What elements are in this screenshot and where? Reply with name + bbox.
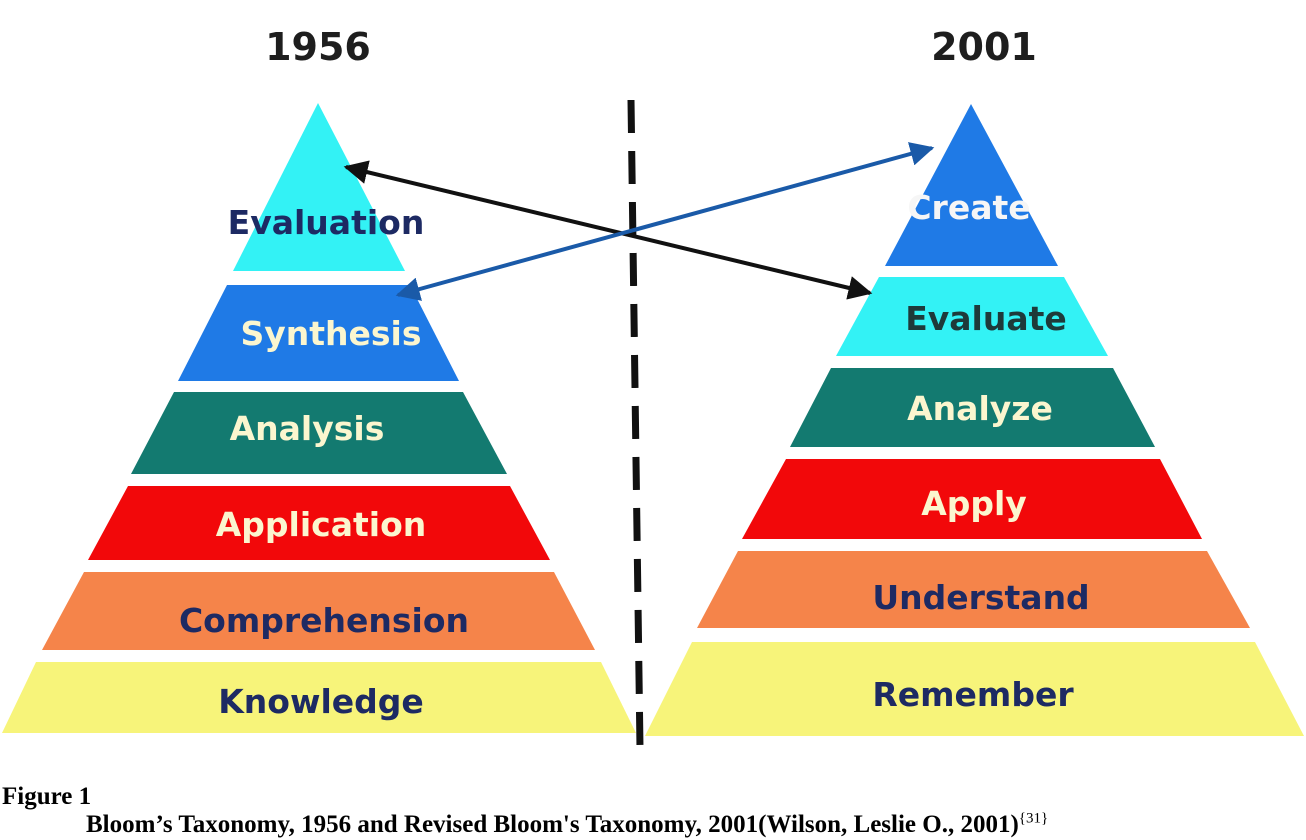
tier-evaluation bbox=[233, 103, 405, 271]
figure-label: Figure 1 bbox=[2, 783, 92, 810]
taxonomy-diagram: 1956 2001 Evaluation Synthesis Analysis … bbox=[2, 25, 1304, 749]
tier-analysis bbox=[131, 392, 507, 474]
caption-reference: {31} bbox=[1018, 810, 1049, 827]
level-comprehension-label: Comprehension bbox=[179, 601, 469, 640]
level-analysis-label: Analysis bbox=[230, 409, 385, 448]
tier-comprehension bbox=[42, 572, 595, 650]
divider-dashed-line bbox=[627, 99, 644, 749]
level-create-label: Create bbox=[907, 188, 1030, 227]
level-understand-label: Understand bbox=[872, 578, 1089, 617]
pyramid-1956: Evaluation Synthesis Analysis Applicatio… bbox=[2, 103, 636, 733]
tier-knowledge bbox=[2, 662, 636, 733]
caption-text: Bloom’s Taxonomy, 1956 and Revised Bloom… bbox=[86, 811, 1019, 838]
tier-create bbox=[885, 104, 1058, 266]
tier-analyze bbox=[790, 368, 1155, 447]
tier-understand bbox=[697, 551, 1250, 628]
year-2001-label: 2001 bbox=[931, 25, 1037, 69]
figure-caption-text: Bloom’s Taxonomy, 1956 and Revised Bloom… bbox=[86, 810, 1048, 840]
level-evaluate-label: Evaluate bbox=[905, 299, 1067, 338]
tier-application bbox=[88, 486, 550, 560]
tier-apply bbox=[742, 459, 1202, 539]
level-remember-label: Remember bbox=[872, 675, 1074, 714]
level-analyze-label: Analyze bbox=[907, 389, 1053, 428]
level-apply-label: Apply bbox=[921, 484, 1027, 523]
tier-synthesis bbox=[178, 285, 459, 381]
level-synthesis-label: Synthesis bbox=[240, 314, 421, 353]
arrow-synthesis-to-create bbox=[395, 142, 935, 301]
tier-remember bbox=[645, 642, 1304, 736]
year-1956-label: 1956 bbox=[265, 25, 371, 69]
level-evaluation-label: Evaluation bbox=[228, 203, 425, 242]
level-knowledge-label: Knowledge bbox=[218, 682, 424, 721]
level-application-label: Application bbox=[216, 505, 427, 544]
pyramid-2001: Create Evaluate Analyze Apply Understand… bbox=[645, 104, 1304, 736]
